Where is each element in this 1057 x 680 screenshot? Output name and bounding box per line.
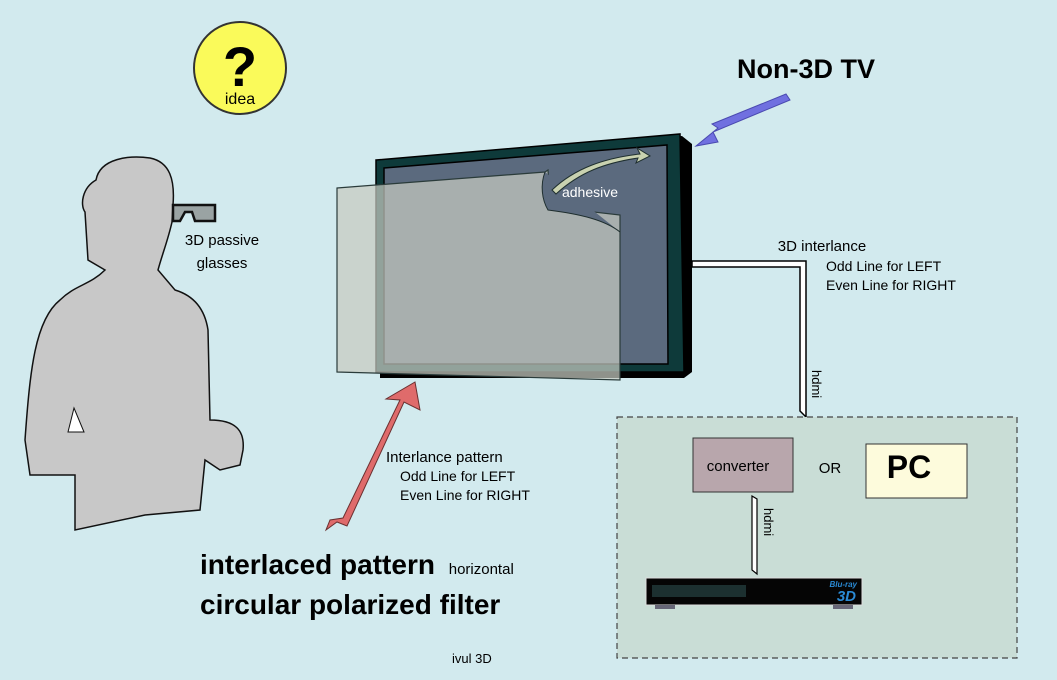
polarized-filter <box>336 168 621 381</box>
idea-circle <box>193 21 287 115</box>
player-display <box>652 585 746 597</box>
idea-label: idea <box>225 91 255 108</box>
filter-note-line2: Even Line for RIGHT <box>400 487 530 503</box>
converter-box <box>692 437 794 493</box>
cable-line1: Odd Line for LEFT <box>826 258 942 274</box>
caption-line1: interlaced pattern horizontal <box>200 549 514 580</box>
or-label: OR <box>819 460 842 477</box>
converter-label: converter <box>707 458 770 475</box>
bluray-logo: Blu-ray <box>829 580 857 589</box>
filter-note-title: Interlance pattern <box>386 449 503 466</box>
caption-main: interlaced pattern <box>200 549 435 580</box>
person-silhouette <box>24 156 244 531</box>
credit: ivul 3D <box>452 651 492 666</box>
page-title: Non-3D TV <box>737 54 875 84</box>
cable-line2: Even Line for RIGHT <box>826 277 956 293</box>
arm-gap <box>67 406 85 433</box>
pc-box <box>865 443 968 499</box>
player-foot-left <box>655 605 675 609</box>
pc-label: PC <box>887 449 931 485</box>
3d-badge: 3D <box>837 588 856 605</box>
glasses-label-line2: glasses <box>197 255 248 272</box>
caption-small: horizontal <box>449 561 514 578</box>
hdmi-label-top: hdmi <box>809 370 824 398</box>
hdmi-cable-top <box>691 260 807 419</box>
red-arrow-icon <box>324 381 421 532</box>
blue-arrow-icon <box>694 93 791 147</box>
idea-badge: ? idea <box>193 21 287 115</box>
adhesive-label: adhesive <box>562 184 618 200</box>
cable-title: 3D interlance <box>778 238 866 255</box>
hdmi-cable-bottom <box>751 494 758 576</box>
question-mark-icon: ? <box>223 35 257 98</box>
3d-glasses-icon <box>171 203 217 223</box>
player-foot-right <box>833 605 853 609</box>
filter-note-line1: Odd Line for LEFT <box>400 468 516 484</box>
bluray-player: Blu-ray 3D <box>645 577 863 609</box>
glasses-label-line1: 3D passive <box>185 232 259 249</box>
hdmi-label-bottom: hdmi <box>761 508 776 536</box>
caption-line2: circular polarized filter <box>200 589 500 620</box>
adhesive-arrow-icon <box>551 146 652 195</box>
